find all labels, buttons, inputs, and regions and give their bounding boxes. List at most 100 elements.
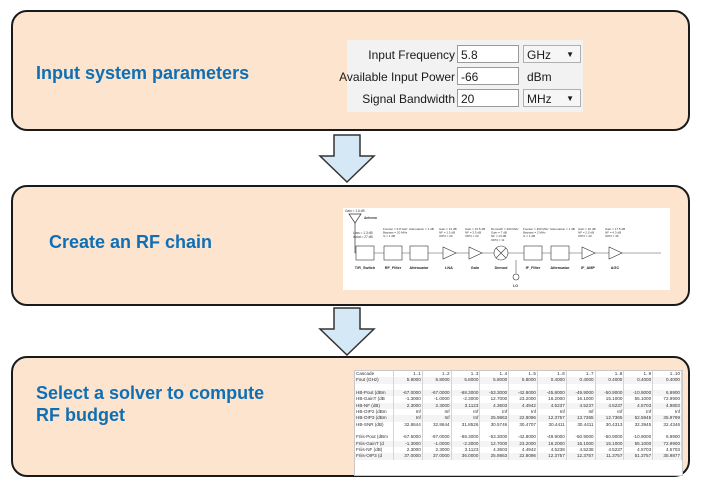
table-cell: Inf: [451, 415, 481, 422]
table-cell: 22.8096: [508, 415, 538, 422]
system-parameters-form: Input Frequency 5.8 GHz ▼ Available Inpu…: [339, 40, 583, 112]
lo-label: LO: [513, 284, 518, 288]
signal-bandwidth-field[interactable]: 20: [457, 89, 519, 107]
row-header: Friis-GainT (d: [355, 440, 394, 448]
table-cell: -42.8000: [508, 389, 538, 397]
rf-block-param: Gain = 40 dB: [578, 227, 596, 231]
rf-block-label: Gain: [471, 266, 480, 270]
rf-block-label: Attenuator: [550, 266, 570, 270]
table-cell: 5.8000: [508, 377, 538, 384]
table-cell: Inf: [422, 409, 452, 416]
table-cell: 25.9863: [479, 415, 510, 422]
rf-block-param: Gain = 10.5 dB: [465, 227, 485, 231]
table-cell: 11.3757: [595, 453, 625, 460]
table-cell: 12.7000: [479, 440, 510, 448]
input-frequency-label: Input Frequency: [368, 48, 455, 62]
rf-block-label: LNA: [445, 266, 453, 270]
rf-block-param: Attenuation = 1 dB: [550, 227, 575, 231]
table-cell: 12.3757: [537, 453, 567, 460]
rf-block-param: NF = 4.3 dB: [605, 231, 621, 235]
column-header: 1..1: [393, 371, 423, 378]
switch-symbol-icon: [355, 245, 375, 261]
column-header: 1..3: [451, 371, 481, 378]
table-cell: 3.1123: [451, 402, 481, 410]
filter-symbol-icon: [383, 245, 403, 261]
table-cell: -67.0000: [422, 389, 452, 397]
table-cell: 36.0000: [451, 453, 481, 460]
rf-block-label: IF_Filter: [526, 266, 541, 270]
table-cell: -1.3000: [393, 440, 423, 448]
table-cell: 35.9799: [652, 415, 682, 422]
switch-param-1: Isolat = 27 dB: [353, 235, 373, 239]
column-header: 1..5: [508, 371, 538, 378]
table-cell: -45.8000: [537, 389, 567, 397]
table-cell: 72.9900: [652, 440, 682, 448]
table-cell: -68.3000: [451, 389, 481, 397]
table-cell: Inf: [479, 409, 510, 416]
table-cell: 16.2000: [537, 440, 567, 448]
input-frequency-unit-dropdown[interactable]: GHz ▼: [523, 45, 581, 63]
table-cell: 6.9900: [652, 434, 682, 441]
table-cell: 15.1000: [595, 440, 625, 448]
table-cell: -68.3000: [451, 434, 481, 441]
rf-block-param: NF = 13 dB: [491, 234, 506, 238]
table-cell: 30.4411: [537, 421, 567, 429]
table-cell: 12.3757: [537, 415, 567, 422]
row-header: Friis-OIP3 (d: [355, 453, 394, 460]
rf-block-param: OIP3 = 36: [605, 234, 619, 238]
table-cell: 4.5237: [537, 402, 567, 410]
table-cell: 30.4313: [595, 421, 625, 429]
rf-block-param: Gain = 13 dB: [439, 227, 457, 231]
table-cell: Inf: [393, 409, 423, 416]
amp-symbol-icon: [442, 246, 457, 260]
rf-block-param: OIP3 = 26: [439, 234, 453, 238]
blank-row: [355, 383, 682, 390]
table-cell: 12.7365: [595, 415, 625, 422]
rf-block-attenuator: Attenuator Attenuation = 1 dB: [550, 227, 575, 270]
table-cell: Inf: [623, 409, 654, 416]
blank-row: [355, 428, 682, 435]
row-header: HB-OIP2 (dBm: [355, 409, 394, 416]
signal-bandwidth-unit-dropdown[interactable]: MHz ▼: [523, 89, 581, 107]
table-cell: Inf: [595, 409, 625, 416]
table-cell: Inf: [393, 415, 423, 422]
atten-symbol-icon: [550, 245, 570, 261]
row-header: Friis-Pout (dBm: [355, 434, 394, 441]
table-cell: 4.5237: [566, 402, 596, 410]
row-header: HB-NF (dB): [355, 402, 394, 410]
input-frequency-field[interactable]: 5.8: [457, 45, 519, 63]
table-cell: 4.5703: [652, 447, 682, 454]
step-3-title: Select a solver to compute RF budget: [36, 382, 264, 426]
table-cell: 0.4000: [623, 377, 654, 384]
table-cell: 0.4000: [537, 377, 567, 384]
rf-block-label: RF_Filter: [385, 266, 402, 270]
table-cell: 4.3603: [479, 402, 510, 410]
table-cell: 12.3757: [566, 453, 596, 460]
column-header: 1..8: [595, 371, 625, 378]
table-cell: Inf: [422, 415, 452, 422]
table-cell: 2.3000: [422, 402, 452, 410]
table-cell: Inf: [508, 409, 538, 416]
table-cell: 4.5237: [595, 402, 625, 410]
table-cell: -10.9000: [623, 389, 654, 397]
switch-param-0: Loss = 1.3 dB: [353, 231, 373, 235]
table-cell: 4.4942: [508, 402, 538, 410]
table-cell: 37.0000: [393, 453, 423, 460]
table-cell: 15.1000: [595, 396, 625, 403]
available-input-power-field[interactable]: -66: [457, 67, 519, 85]
antenna-label: Antenna: [364, 216, 377, 220]
row-header: Fout (GHz): [355, 377, 394, 384]
rf-block-param: IL = 1 dB: [523, 234, 535, 238]
table-cell: 12.7000: [479, 396, 510, 403]
table-cell: 16.1000: [566, 440, 596, 448]
